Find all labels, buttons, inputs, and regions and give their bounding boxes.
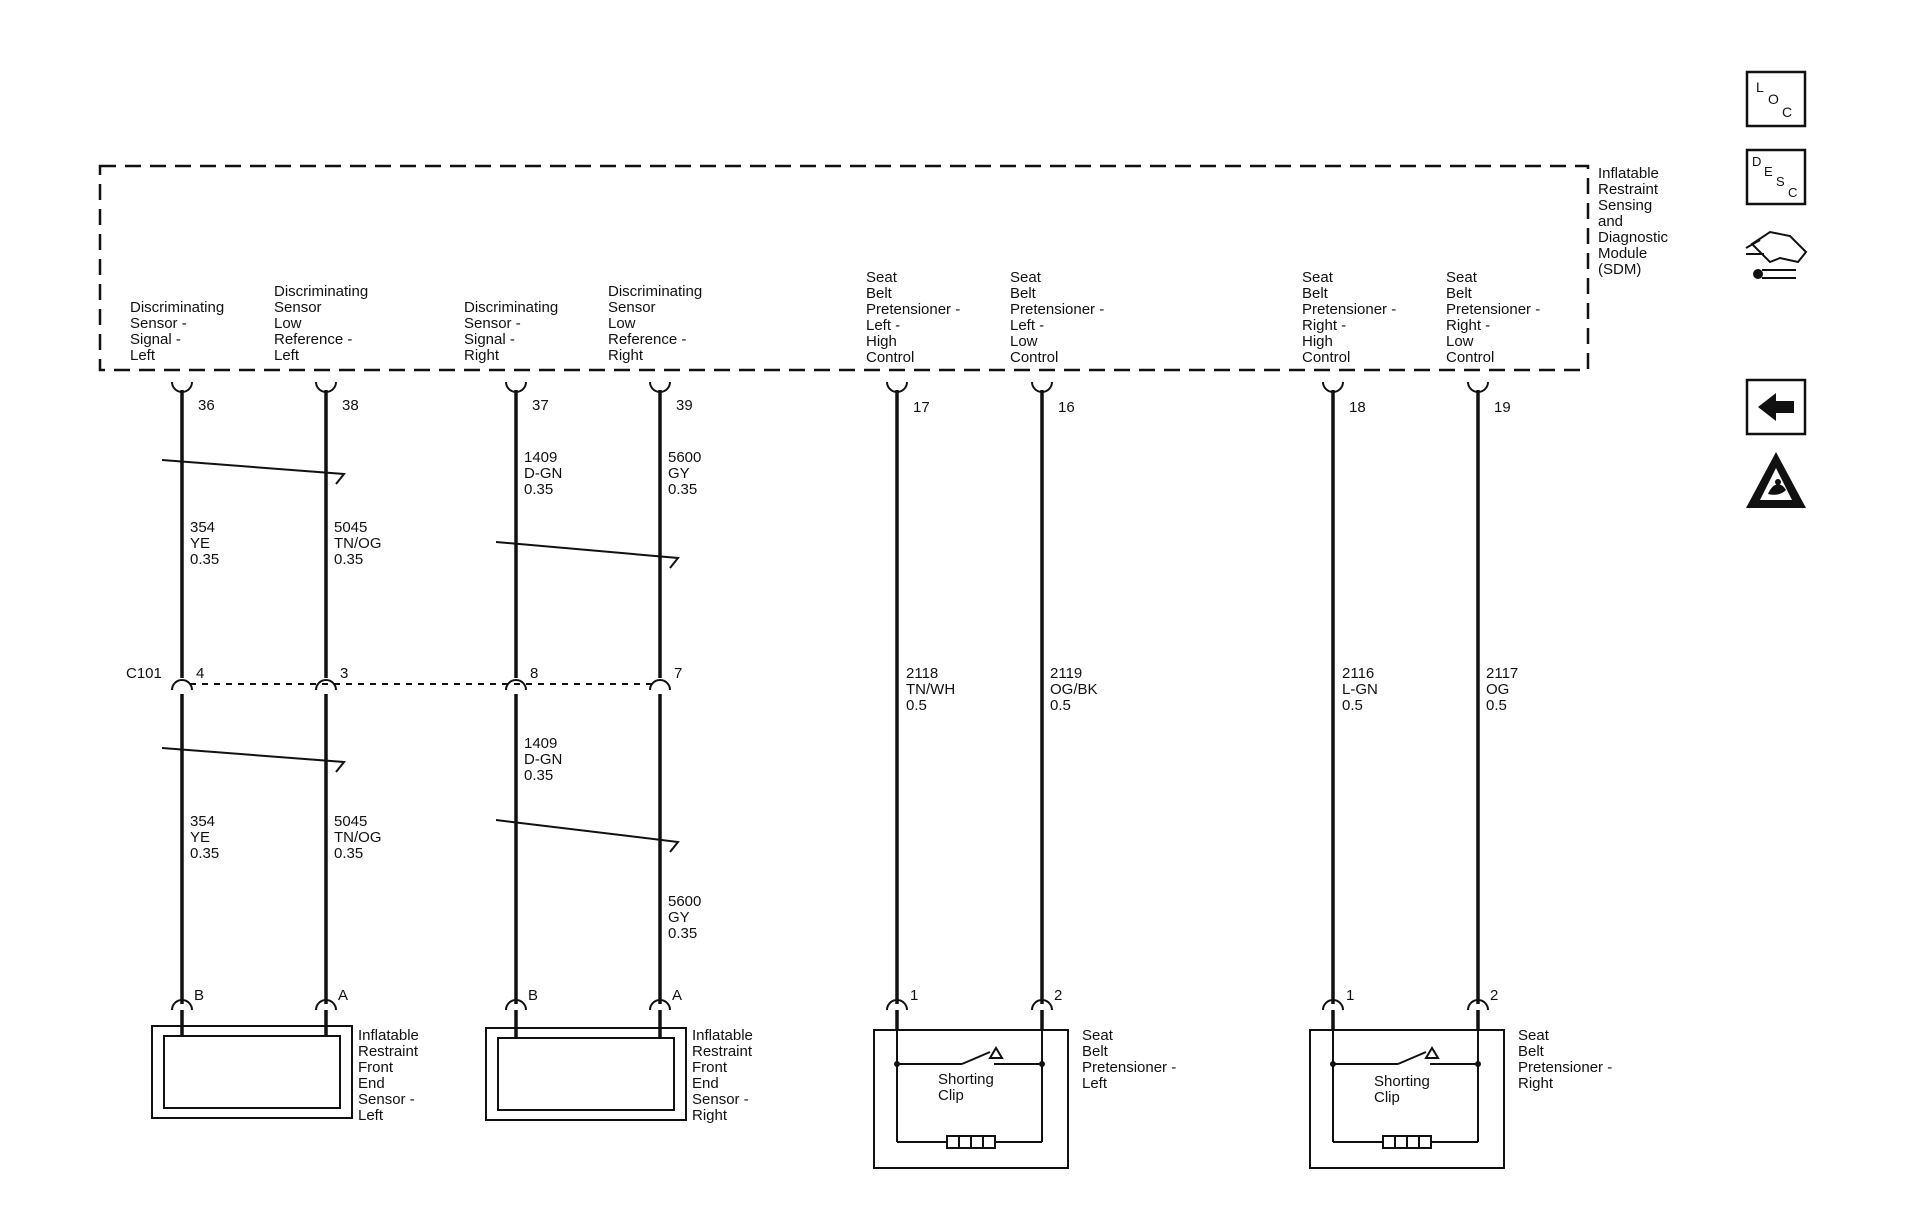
sdm-pin-number-39: 39 xyxy=(676,397,693,414)
wire-label-2118: 2118 TN/WH 0.5 xyxy=(906,665,959,714)
pretensioner-left-terminal-1 xyxy=(886,999,908,1011)
sensor-right-terminal-b xyxy=(505,999,527,1011)
back-arrow-icon[interactable] xyxy=(1745,378,1807,436)
pretensioner-left-terminal-2 xyxy=(1031,999,1053,1011)
harness-connector-icon[interactable] xyxy=(1745,230,1808,279)
front-end-sensor-left-label: Inflatable Restraint Front End Sensor - … xyxy=(358,1027,423,1124)
c101-terminal-3 xyxy=(315,679,337,691)
wire-label-upper-1409: 1409 D-GN 0.35 xyxy=(524,449,567,498)
wire-label-2117: 2117 OG 0.5 xyxy=(1486,665,1522,714)
sdm-pin-label-16: Seat Belt Pretensioner - Left - Low Cont… xyxy=(1010,269,1108,366)
svg-text:S: S xyxy=(1776,174,1785,189)
twisted-pair-marker xyxy=(495,819,680,853)
sdm-pin-number-16: 16 xyxy=(1058,399,1075,416)
loc-icon[interactable]: L O C xyxy=(1745,70,1807,128)
c101-terminal-8 xyxy=(505,679,527,691)
sensor-left-terminal-a xyxy=(315,999,337,1011)
wire-label-upper-354: 354 YE 0.35 xyxy=(190,519,219,568)
pretensioner-right-pin-2: 2 xyxy=(1490,987,1498,1004)
sdm-module-outline xyxy=(98,164,1590,372)
connector-c101 xyxy=(171,679,671,691)
c101-pin-7: 7 xyxy=(674,665,682,682)
sdm-module-name: Inflatable Restraint Sensing and Diagnos… xyxy=(1598,165,1672,278)
twisted-pair-marker xyxy=(161,747,346,773)
lower-wires xyxy=(180,694,662,1004)
sdm-pin-number-38: 38 xyxy=(342,397,359,414)
svg-text:O: O xyxy=(1768,91,1779,107)
svg-text:E: E xyxy=(1764,164,1773,179)
twisted-pair-marker xyxy=(161,459,346,485)
wire-label-lower-354: 354 YE 0.35 xyxy=(190,813,219,862)
shorting-clip-right-label: Shorting Clip xyxy=(1374,1073,1434,1106)
svg-text:D: D xyxy=(1752,154,1761,169)
svg-text:C: C xyxy=(1782,104,1792,120)
front-end-sensor-left xyxy=(151,1010,353,1119)
sdm-pin-label-39: Discriminating Sensor Low Reference - Ri… xyxy=(608,283,706,364)
pretensioner-right-terminal-1 xyxy=(1322,999,1344,1011)
sensor-left-terminal-b xyxy=(171,999,193,1011)
sdm-pin-label-19: Seat Belt Pretensioner - Right - Low Con… xyxy=(1446,269,1544,366)
sdm-pin-number-17: 17 xyxy=(913,399,930,416)
c101-pin-3: 3 xyxy=(340,665,348,682)
pretensioner-left-pin-1: 1 xyxy=(910,987,918,1004)
pretensioner-wires xyxy=(895,390,1480,1004)
pretensioner-right-terminal-2 xyxy=(1467,999,1489,1011)
sdm-pin-number-18: 18 xyxy=(1349,399,1366,416)
seat-belt-pretensioner-left-label: Seat Belt Pretensioner - Left xyxy=(1082,1027,1180,1092)
svg-text:L: L xyxy=(1756,79,1764,95)
sensor-right-terminal-a xyxy=(649,999,671,1011)
sensor-left-pin-a: A xyxy=(338,987,348,1004)
seat-belt-pretensioner-left xyxy=(873,1010,1069,1169)
sensor-left-pin-b: B xyxy=(194,987,204,1004)
wire-label-upper-5045: 5045 TN/OG 0.35 xyxy=(334,519,386,568)
twisted-pair-marker xyxy=(495,541,680,569)
sdm-pin-label-17: Seat Belt Pretensioner - Left - High Con… xyxy=(866,269,964,366)
seat-belt-pretensioner-right xyxy=(1309,1010,1505,1169)
desc-icon[interactable]: D E S C xyxy=(1745,148,1807,206)
pretensioner-left-pin-2: 2 xyxy=(1054,987,1062,1004)
wire-label-lower-5045: 5045 TN/OG 0.35 xyxy=(334,813,386,862)
sdm-pin-label-36: Discriminating Sensor - Signal - Left xyxy=(130,299,228,364)
sdm-terminals xyxy=(171,381,1489,393)
c101-pin-8: 8 xyxy=(530,665,538,682)
wire-label-lower-5600: 5600 GY 0.35 xyxy=(668,893,706,942)
wire-label-2119: 2119 OG/BK 0.5 xyxy=(1050,665,1102,714)
sdm-pin-label-18: Seat Belt Pretensioner - Right - High Co… xyxy=(1302,269,1400,366)
pretensioner-right-pin-1: 1 xyxy=(1346,987,1354,1004)
sdm-pin-number-19: 19 xyxy=(1494,399,1511,416)
sensor-right-pin-b: B xyxy=(528,987,538,1004)
wire-label-upper-5600: 5600 GY 0.35 xyxy=(668,449,706,498)
wire-label-2116: 2116 L-GN 0.5 xyxy=(1342,665,1382,714)
esd-warning-icon[interactable] xyxy=(1746,452,1806,508)
sdm-pin-number-36: 36 xyxy=(198,397,215,414)
front-end-sensor-right xyxy=(485,1010,687,1121)
c101-pin-4: 4 xyxy=(196,665,204,682)
c101-terminal-7 xyxy=(649,679,671,691)
c101-name: C101 xyxy=(126,665,162,682)
front-end-sensor-right-label: Inflatable Restraint Front End Sensor - … xyxy=(692,1027,757,1124)
sensor-right-pin-a: A xyxy=(672,987,682,1004)
wire-label-lower-1409: 1409 D-GN 0.35 xyxy=(524,735,567,784)
upper-wires xyxy=(180,390,662,678)
sdm-pin-number-37: 37 xyxy=(532,397,549,414)
sdm-pin-label-38: Discriminating Sensor Low Reference - Le… xyxy=(274,283,372,364)
shorting-clip-left-label: Shorting Clip xyxy=(938,1071,998,1104)
sdm-pin-label-37: Discriminating Sensor - Signal - Right xyxy=(464,299,562,364)
c101-terminal-4 xyxy=(171,679,193,691)
svg-text:C: C xyxy=(1788,185,1797,200)
seat-belt-pretensioner-right-label: Seat Belt Pretensioner - Right xyxy=(1518,1027,1616,1092)
